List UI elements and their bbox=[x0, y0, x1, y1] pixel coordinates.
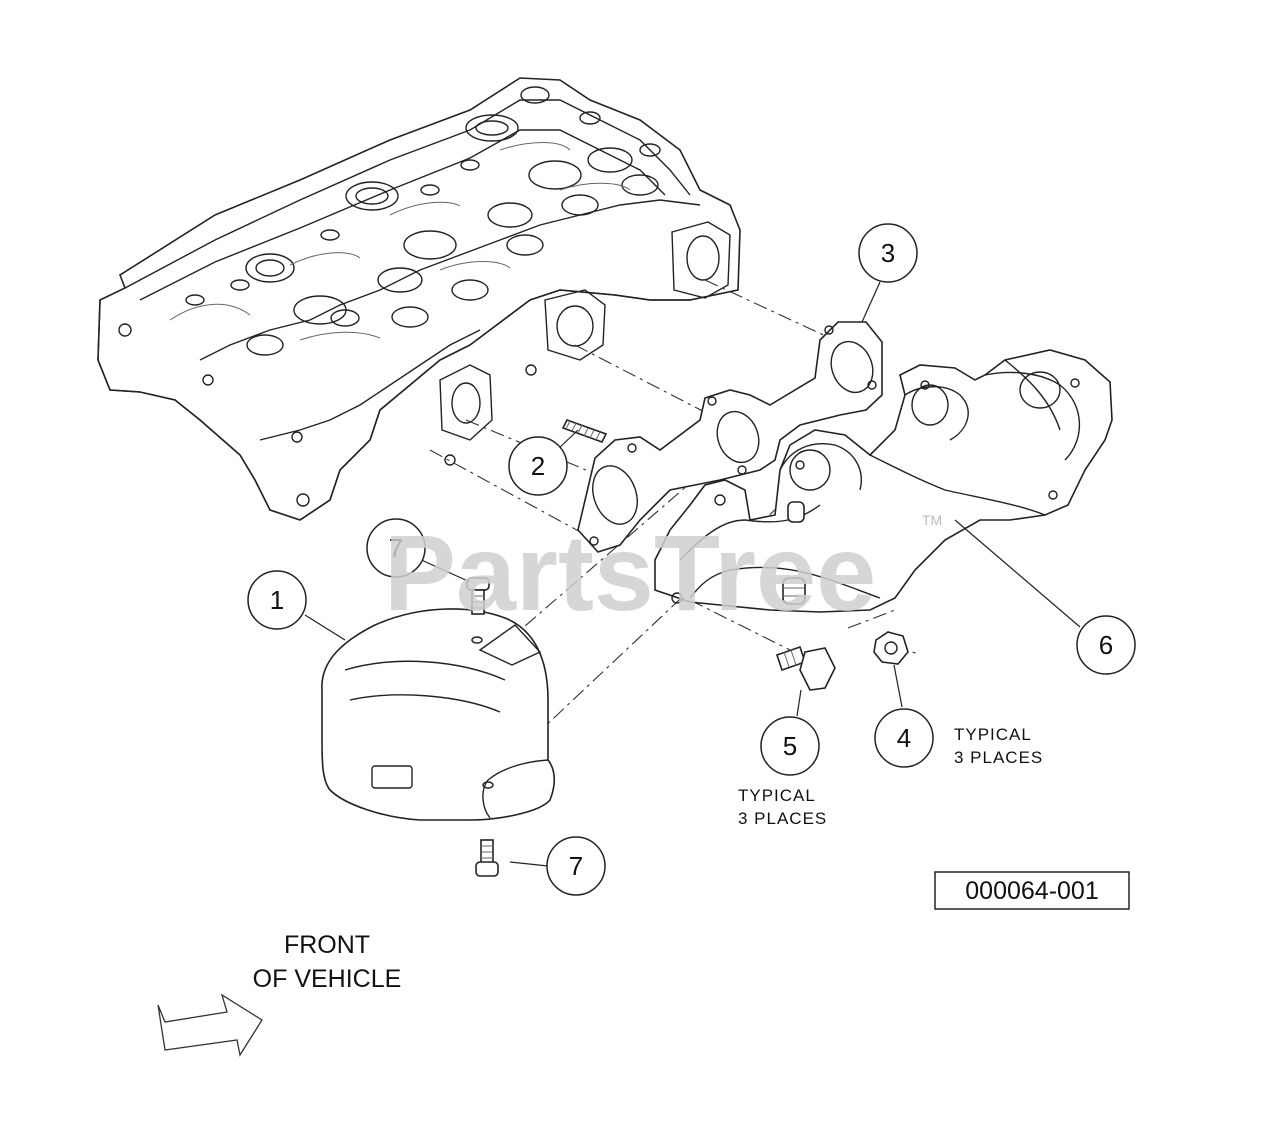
svg-text:7: 7 bbox=[389, 533, 403, 563]
stud-part-2 bbox=[561, 419, 608, 443]
callout-4: 4 bbox=[874, 708, 934, 768]
callout-1: 1 bbox=[247, 570, 307, 630]
front-arrow-icon bbox=[157, 993, 263, 1057]
svg-text:6: 6 bbox=[1099, 630, 1113, 660]
bolt-part-7-top bbox=[466, 577, 490, 615]
heat-shield-part-1 bbox=[321, 608, 556, 821]
callout-6: 6 bbox=[1076, 615, 1136, 675]
svg-text:7: 7 bbox=[569, 851, 583, 881]
svg-text:2: 2 bbox=[531, 451, 545, 481]
typical-note-4-line2: 3 PLACES bbox=[954, 748, 1043, 767]
reference-number: 000064-001 bbox=[965, 877, 1098, 905]
callout-2: 2 bbox=[508, 436, 568, 496]
callout-3: 3 bbox=[858, 223, 918, 283]
gasket-part-3 bbox=[577, 321, 883, 553]
callout-7-top: 7 bbox=[366, 518, 426, 578]
callout-5: 5 bbox=[760, 716, 820, 776]
flange-bolt-part-5 bbox=[775, 645, 836, 691]
front-label-line1: FRONT bbox=[284, 931, 370, 959]
leader-lines bbox=[304, 281, 1081, 867]
flange-nut-part-4 bbox=[873, 631, 909, 665]
watermark-trademark: TM bbox=[922, 512, 942, 528]
typical-note-5-line2: 3 PLACES bbox=[738, 809, 827, 828]
bolt-part-7-bottom bbox=[475, 839, 499, 877]
callout-7-bottom: 7 bbox=[546, 836, 606, 896]
manifold-part-6 bbox=[654, 349, 1113, 613]
svg-text:5: 5 bbox=[783, 731, 797, 761]
reference-number-box: 000064-001 bbox=[934, 871, 1130, 910]
watermark: PartsTree bbox=[384, 512, 876, 633]
svg-text:1: 1 bbox=[270, 585, 284, 615]
typical-note-4-line1: TYPICAL bbox=[954, 725, 1032, 744]
cylinder-head bbox=[97, 77, 741, 521]
svg-text:4: 4 bbox=[897, 723, 911, 753]
svg-text:3: 3 bbox=[881, 238, 895, 268]
front-label-line2: OF VEHICLE bbox=[253, 965, 402, 993]
typical-note-5-line1: TYPICAL bbox=[738, 786, 816, 805]
